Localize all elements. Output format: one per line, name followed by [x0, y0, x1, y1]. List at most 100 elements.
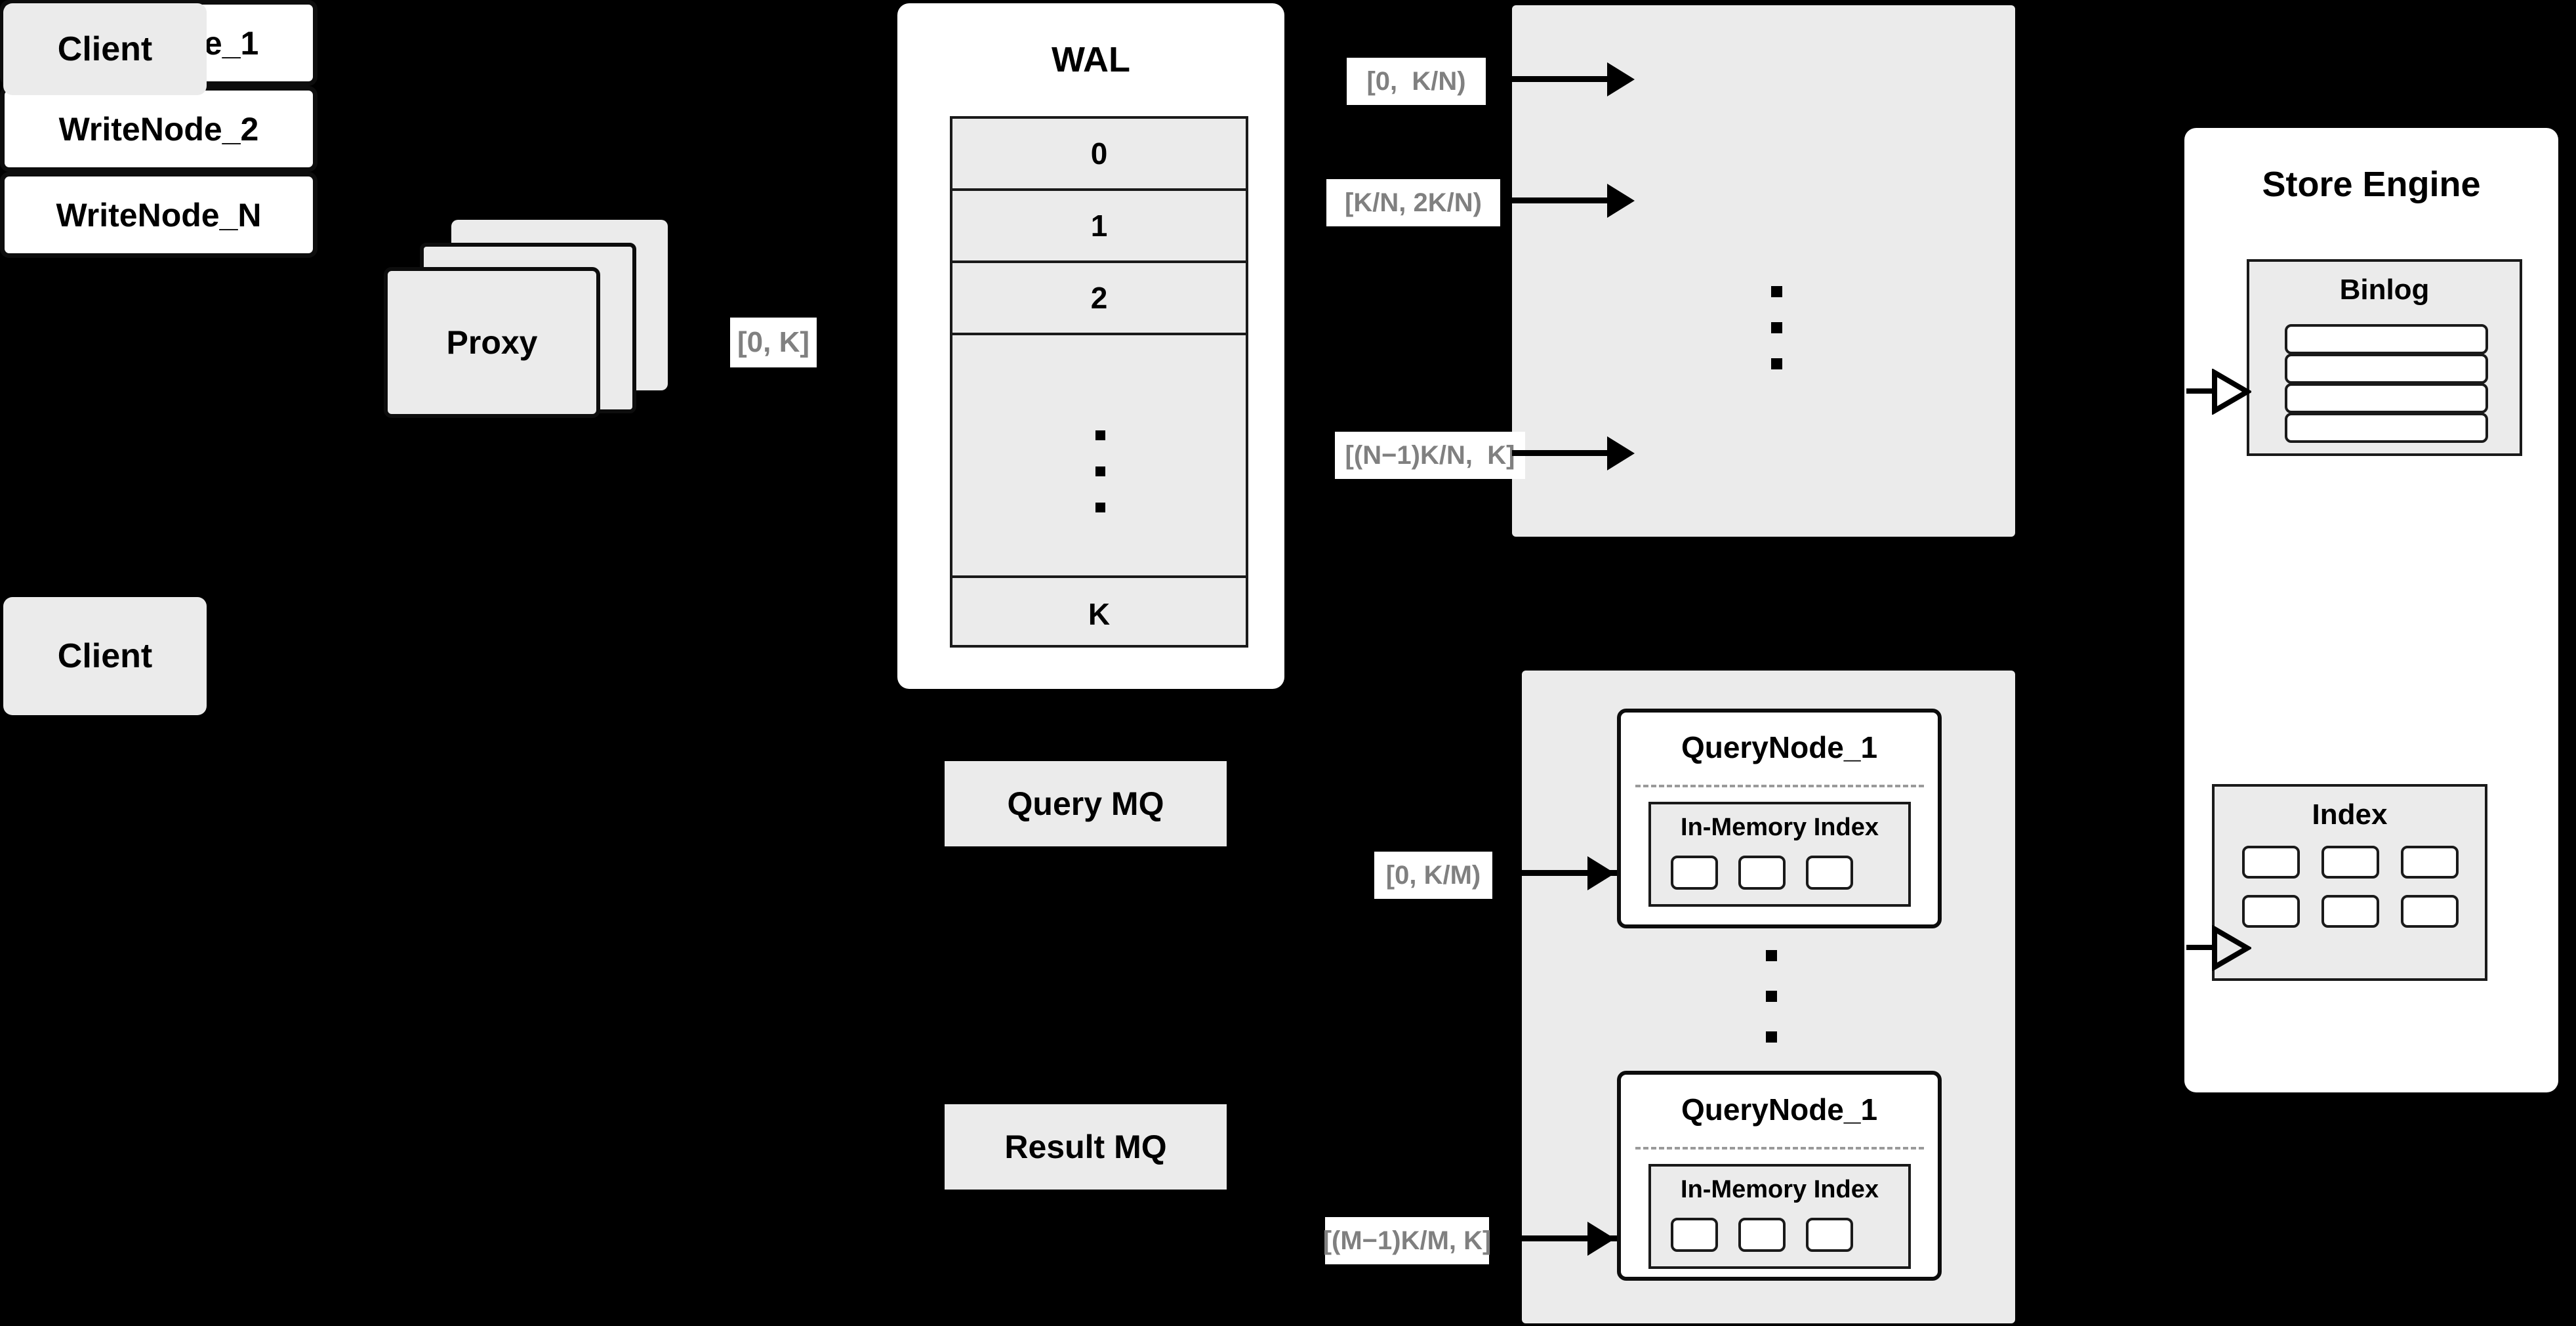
store-engine-title-text: Store Engine	[2262, 165, 2481, 204]
write-node-1-arrow-line	[1512, 76, 1610, 82]
index-slot-2[interactable]	[2321, 846, 2379, 879]
index-arrow-head-open-icon	[2212, 925, 2251, 971]
wal-row-label-1: 1	[1090, 209, 1108, 243]
query-node-1-index-slot-1[interactable]	[1671, 856, 1718, 890]
proxy-range-text: [0, K]	[737, 326, 809, 358]
query-node-1-separator	[1635, 785, 1924, 787]
write-node-n-label: WriteNode_N	[56, 196, 262, 234]
wal-row-label-0: 0	[1090, 136, 1108, 171]
write-node-1-range-text: [0, K/N)	[1366, 66, 1466, 96]
binlog-arrow-line	[2186, 388, 2216, 394]
query-node-2-title: QueryNode_1	[1621, 1092, 1938, 1127]
write-group-ellipsis-dot-1	[1771, 286, 1782, 297]
index-slot-5[interactable]	[2321, 895, 2379, 928]
write-node-2-arrow-head	[1607, 184, 1635, 218]
query-node-1-box[interactable]: QueryNode_1 In-Memory Index	[1617, 709, 1942, 928]
query-node-2-range-label: [(M−1)K/M, K]	[1322, 1217, 1492, 1264]
write-group-ellipsis-dot-2	[1771, 322, 1782, 333]
index-slot-3[interactable]	[2401, 846, 2459, 879]
binlog-title-text: Binlog	[2339, 274, 2430, 306]
client-box-1[interactable]: Client	[3, 3, 207, 95]
write-group-ellipsis-dot-3	[1771, 358, 1782, 369]
query-mq-label: Query MQ	[1007, 785, 1164, 822]
query-node-1-range-text: [0, K/M)	[1385, 860, 1481, 890]
wal-table: 0 1 2 K	[950, 116, 1248, 648]
query-node-1-inmemory-index: In-Memory Index	[1648, 802, 1911, 907]
client-box-2[interactable]: Client	[3, 597, 207, 715]
proxy-box[interactable]: Proxy	[384, 267, 600, 418]
wal-row-1[interactable]: 1	[952, 191, 1246, 263]
query-node-1-title: QueryNode_1	[1621, 730, 1938, 765]
write-node-1-arrow-head	[1607, 62, 1635, 96]
wal-panel: WAL 0 1 2 K	[897, 3, 1284, 689]
write-node-2-arrow-line	[1512, 197, 1610, 203]
wal-ellipsis-dot-1	[1095, 430, 1105, 440]
query-group-ellipsis-dot-3	[1766, 1031, 1777, 1043]
write-node-n-range-text: [(N−1)K/N, K]	[1345, 440, 1515, 470]
binlog-title: Binlog	[2249, 274, 2520, 306]
query-node-2-index-slot-3[interactable]	[1806, 1218, 1853, 1252]
write-node-2-range-text: [K/N, 2K/N)	[1345, 188, 1482, 217]
index-panel: Index	[2212, 784, 2487, 981]
index-title-text: Index	[2312, 798, 2388, 831]
index-slot-4[interactable]	[2242, 895, 2300, 928]
write-node-1-range-label: [0, K/N)	[1347, 58, 1486, 105]
wal-row-2[interactable]: 2	[952, 263, 1246, 335]
query-node-1-title-text: QueryNode_1	[1681, 730, 1878, 764]
write-node-n-box[interactable]: WriteNode_N	[0, 172, 317, 258]
write-node-n-arrow-line	[1512, 450, 1610, 456]
wal-ellipsis-dot-2	[1095, 466, 1105, 476]
proxy-range-label: [0, K]	[730, 318, 817, 367]
store-engine-panel: Store Engine Binlog Index	[2184, 128, 2558, 1092]
wal-title: WAL	[897, 39, 1284, 80]
binlog-slot-4[interactable]	[2285, 413, 2488, 443]
query-node-2-imi-title-text: In-Memory Index	[1681, 1176, 1879, 1203]
write-node-2-label: WriteNode_2	[58, 110, 259, 148]
query-mq-box[interactable]: Query MQ	[945, 761, 1227, 846]
binlog-panel: Binlog	[2247, 259, 2522, 456]
query-node-1-arrow-head	[1587, 856, 1615, 890]
query-node-1-index-slot-3[interactable]	[1806, 856, 1853, 890]
wal-row-label-k: K	[1088, 597, 1111, 631]
wal-row-0[interactable]: 0	[952, 119, 1246, 191]
wal-row-k[interactable]: K	[952, 578, 1246, 650]
wal-ellipsis-dot-3	[1095, 503, 1105, 512]
binlog-arrow-head-open-icon	[2212, 369, 2251, 415]
store-engine-title: Store Engine	[2184, 164, 2558, 205]
query-node-2-box[interactable]: QueryNode_1 In-Memory Index	[1617, 1071, 1942, 1281]
write-node-group	[1512, 5, 2015, 537]
wal-title-text: WAL	[1052, 40, 1130, 79]
query-node-2-index-slot-1[interactable]	[1671, 1218, 1718, 1252]
index-slot-1[interactable]	[2242, 846, 2300, 879]
query-group-ellipsis-dot-2	[1766, 991, 1777, 1002]
query-node-1-range-label: [0, K/M)	[1374, 852, 1492, 899]
client-label-1: Client	[57, 30, 153, 68]
binlog-slot-3[interactable]	[2285, 383, 2488, 413]
query-node-2-inmemory-index: In-Memory Index	[1648, 1164, 1911, 1269]
result-mq-box[interactable]: Result MQ	[945, 1104, 1227, 1190]
write-node-n-range-label: [(N−1)K/N, K]	[1335, 432, 1525, 479]
client-label-2: Client	[57, 637, 153, 675]
query-node-2-arrow-head	[1587, 1222, 1615, 1256]
query-node-1-inmemory-index-title: In-Memory Index	[1651, 814, 1908, 842]
query-group-ellipsis-dot-1	[1766, 950, 1777, 961]
wal-row-ellipsis	[952, 335, 1246, 578]
index-slot-6[interactable]	[2401, 895, 2459, 928]
query-node-1-arrow-line	[1522, 870, 1620, 876]
query-node-2-range-text: [(M−1)K/M, K]	[1322, 1226, 1492, 1255]
result-mq-label: Result MQ	[1004, 1129, 1167, 1165]
write-node-2-range-label: [K/N, 2K/N)	[1326, 179, 1500, 226]
write-node-2-box[interactable]: WriteNode_2	[0, 86, 317, 172]
query-node-2-title-text: QueryNode_1	[1681, 1092, 1878, 1127]
query-node-2-separator	[1635, 1147, 1924, 1150]
binlog-slot-1[interactable]	[2285, 324, 2488, 354]
write-node-n-arrow-head	[1607, 436, 1635, 470]
wal-row-label-2: 2	[1090, 281, 1108, 315]
binlog-slot-2[interactable]	[2285, 354, 2488, 384]
query-node-2-arrow-line	[1522, 1235, 1620, 1241]
index-title: Index	[2215, 798, 2485, 831]
query-node-2-index-slot-2[interactable]	[1738, 1218, 1786, 1252]
proxy-label: Proxy	[446, 324, 538, 361]
query-node-1-index-slot-2[interactable]	[1738, 856, 1786, 890]
